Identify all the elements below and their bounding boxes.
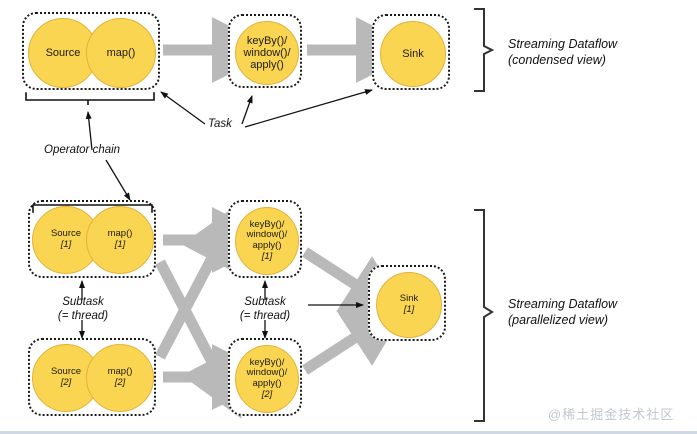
operator-chain-box-parallel-1[interactable]: Source [1] map() [1] — [28, 200, 156, 278]
operator-index: [1] — [403, 304, 415, 315]
section-label-line1: Streaming Dataflow — [508, 297, 618, 311]
parallelized-view-bracket — [474, 209, 494, 422]
operator-index: [2] — [261, 388, 273, 400]
task-arrow-to-chain — [160, 91, 206, 125]
subtask-annotation-middle: Subtask (= thread) — [222, 295, 308, 323]
operator-chain-arrow-down — [105, 159, 131, 201]
gray-arrow-s1-k2-shuffle — [155, 259, 242, 419]
operator-chain-annotation-label: Operator chain — [44, 144, 121, 156]
operator-index: [2] — [114, 377, 126, 388]
operator-sink-box-1[interactable]: Sink [1] — [368, 265, 446, 341]
task-arrow-to-sink — [244, 89, 373, 128]
operator-index: [1] — [60, 239, 72, 250]
operator-index: [1] — [261, 250, 273, 262]
subtask-label-line2: (= thread) — [57, 310, 109, 323]
operator-label: Source — [50, 366, 82, 378]
subtask-annotation-left: Subtask (= thread) — [40, 295, 126, 323]
operator-label: map() — [106, 46, 136, 59]
gray-arrow-s2-k1-shuffle — [155, 201, 242, 360]
operator-keyby-1[interactable]: keyBy()/ window()/ apply() [1] — [235, 207, 299, 275]
operator-chain-bracket — [25, 92, 155, 105]
watermark: @稀土掘金技术社区 — [548, 407, 675, 422]
section-label-line1: Streaming Dataflow — [508, 37, 618, 51]
operator-label: map() — [107, 228, 133, 240]
operator-keyby-box-1[interactable]: keyBy()/ window()/ apply() [1] — [228, 200, 302, 278]
operator-keyby-box-condensed[interactable]: keyBy()/ window()/ apply() — [228, 14, 302, 88]
operator-sink-box-condensed[interactable]: Sink — [372, 14, 450, 90]
operator-label: map() — [107, 366, 133, 378]
operator-index: [2] — [60, 377, 72, 388]
parallelized-view-section-label: Streaming Dataflow (parallelized view) — [508, 296, 617, 329]
operator-keyby-2[interactable]: keyBy()/ window()/ apply() [2] — [235, 345, 299, 413]
operator-label: Source — [50, 228, 82, 240]
condensed-view-bracket — [474, 8, 495, 92]
operator-keyby-box-2[interactable]: keyBy()/ window()/ apply() [2] — [228, 338, 302, 416]
gray-arrow-k1-sink — [302, 247, 410, 320]
operator-sink-1[interactable]: Sink [1] — [376, 272, 442, 338]
subtask-label-line1: Subtask — [62, 296, 104, 308]
task-annotation-label: Task — [208, 118, 232, 130]
operator-label: Sink — [402, 47, 424, 60]
operator-index: [1] — [114, 239, 126, 250]
task-arrow-to-keyby — [241, 95, 253, 125]
operator-chain-box-condensed[interactable]: Source map() — [22, 12, 160, 90]
subtask-label-line1: Subtask — [244, 296, 286, 308]
operator-sink-condensed[interactable]: Sink — [380, 21, 446, 87]
operator-keyby-condensed[interactable]: keyBy()/ window()/ apply() — [235, 21, 299, 85]
bottom-rule — [0, 431, 697, 434]
section-label-line2: (condensed view) — [508, 53, 606, 68]
operator-chain-box-parallel-2[interactable]: Source [2] map() [2] — [28, 338, 156, 416]
section-label-line2: (parallelized view) — [508, 313, 609, 328]
operator-map-1[interactable]: map() [1] — [86, 206, 154, 274]
operator-label-line1: keyBy()/ — [246, 34, 288, 47]
operator-label-line2: window()/ — [243, 46, 291, 59]
subtask-label-line2: (= thread) — [239, 310, 291, 323]
operator-label-line3: apply() — [250, 59, 284, 72]
operator-map-condensed[interactable]: map() — [86, 18, 156, 88]
condensed-view-section-label: Streaming Dataflow (condensed view) — [508, 36, 617, 69]
operator-map-2[interactable]: map() [2] — [86, 344, 154, 412]
gray-arrow-k2-sink — [302, 302, 410, 375]
operator-label: Source — [45, 46, 81, 59]
